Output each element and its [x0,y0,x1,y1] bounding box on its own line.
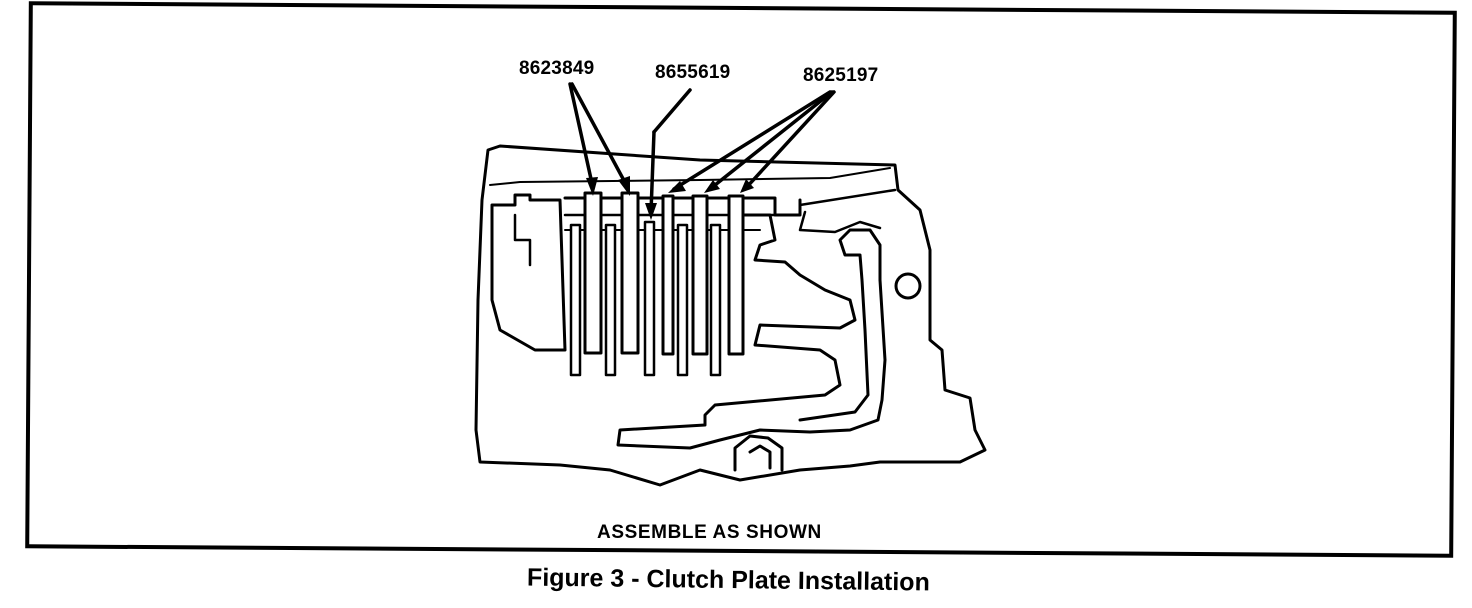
figure-title: Figure 3 - Clutch Plate Installation [526,563,931,597]
housing-rim [798,188,897,207]
steel-discs [569,220,722,377]
housing-top-line [489,167,891,186]
part-number-right: 8625197 [803,65,879,86]
leader-arrows [568,82,836,214]
housing-outline [474,144,987,487]
left-hub [490,193,567,352]
assembly-instruction: ASSEMBLE AS SHOWN [597,522,822,543]
bleed-ball [894,272,922,300]
piston-contour [616,213,887,450]
lower-seal [733,434,784,472]
part-number-middle: 8655619 [655,62,731,83]
clutch-plates [583,191,745,356]
arrow-heads [586,176,754,220]
part-number-left: 8623849 [519,58,595,79]
